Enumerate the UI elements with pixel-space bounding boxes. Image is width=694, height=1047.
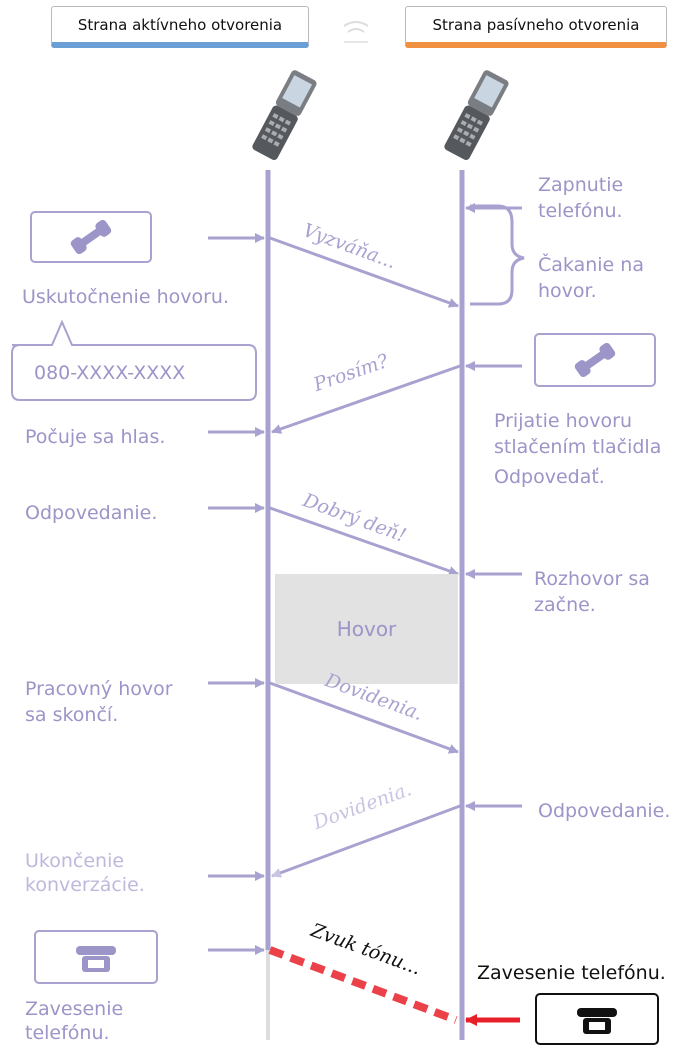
end-conversation-label-1: Ukončenie — [25, 850, 125, 872]
work-call-end-label-1: Pracovný hovor — [25, 678, 173, 700]
accept-label-1: Prijatie hovoru — [494, 410, 632, 432]
handset-icon — [574, 342, 616, 378]
hangup-label-1: Zavesenie — [25, 998, 124, 1020]
power-on-label-1: Zapnutie — [538, 174, 624, 196]
passive-side-header: Strana pasívneho otvorenia — [405, 6, 667, 48]
answer-button-box — [534, 333, 656, 387]
end-conversation-label-2: konverzácie. — [25, 874, 145, 896]
answering-label: Odpovedanie. — [25, 502, 158, 524]
right-hangup-button-box — [535, 993, 659, 1045]
call-button-box — [30, 211, 152, 263]
right-hangup-label: Zavesenie telefónu. — [477, 962, 666, 984]
waiting-label-1: Čakanie na — [538, 254, 644, 276]
active-side-header: Strana aktívneho otvorenia — [51, 6, 309, 48]
accept-label-2: stlačením tlačidla — [494, 436, 662, 458]
reply-label: Odpovedanie. — [538, 800, 671, 822]
phone-number: 080-XXXX-XXXX — [34, 362, 186, 384]
connection-icon — [343, 21, 369, 43]
hangup-label-2: telefónu. — [25, 1022, 110, 1044]
hangup-icon — [76, 946, 116, 972]
power-on-label-2: telefónu. — [538, 200, 623, 222]
active-mobile-phone-icon — [252, 70, 317, 161]
conversation-start-label-2: začne. — [534, 594, 596, 616]
waiting-label-2: hovor. — [538, 280, 597, 302]
make-call-label: Uskutočnenie hovoru. — [22, 286, 229, 308]
hears-voice-label: Počuje sa hlas. — [25, 426, 166, 448]
hangup-icon — [577, 1008, 617, 1034]
call-in-progress-box: Hovor — [275, 574, 458, 684]
work-call-end-label-2: sa skončí. — [25, 704, 119, 726]
accept-label-3: Odpovedať. — [494, 466, 605, 488]
passive-mobile-phone-icon — [444, 70, 509, 161]
left-hangup-button-box — [34, 930, 158, 984]
conversation-start-label-1: Rozhovor sa — [534, 568, 650, 590]
handset-icon — [70, 219, 112, 255]
